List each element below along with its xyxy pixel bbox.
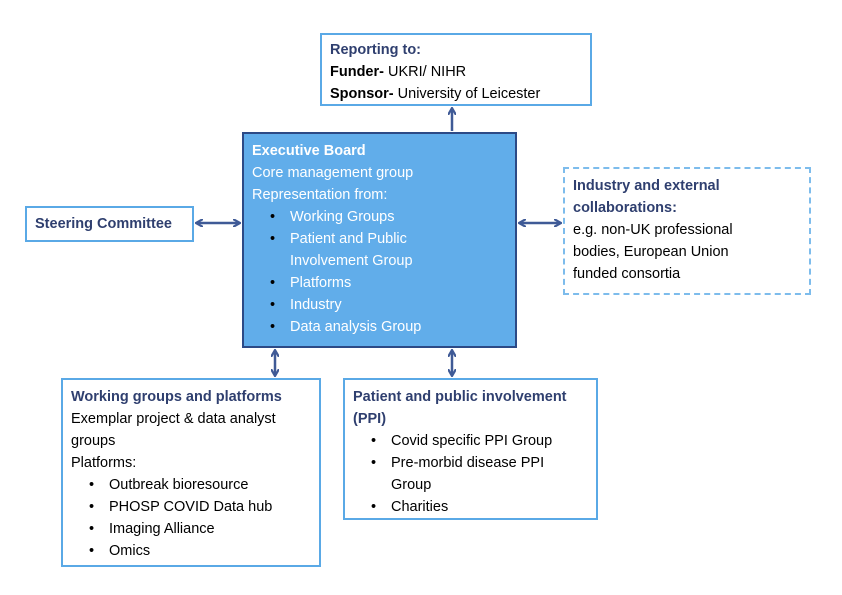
executive-board-title: Executive Board (252, 143, 366, 159)
working-groups-line1: Exemplar project & data analyst groups (71, 411, 276, 449)
ppi-title: Patient and public involvement (PPI) (353, 389, 567, 427)
list-item: Charities (371, 496, 588, 518)
list-item: Data analysis Group (270, 316, 507, 338)
industry-box: Industry and external collaborations: e.… (563, 167, 811, 295)
list-item: Omics (89, 540, 311, 562)
executive-board-box: Executive Board Core management group Re… (242, 132, 517, 348)
funder-line: Funder- UKRI/ NIHR (330, 61, 582, 83)
platforms-list: Outbreak bioresource PHOSP COVID Data hu… (71, 474, 311, 562)
list-item: Imaging Alliance (89, 518, 311, 540)
platforms-label: Platforms: (71, 455, 137, 471)
list-item: Working Groups (270, 206, 507, 228)
representation-label: Representation from: (252, 187, 388, 203)
list-item: Industry (270, 294, 507, 316)
list-item: PHOSP COVID Data hub (89, 496, 311, 518)
representation-list: Working Groups Patient and Public Involv… (252, 206, 507, 338)
list-item: Pre-morbid disease PPI Group (371, 452, 561, 496)
sponsor-label: Sponsor- (330, 86, 394, 102)
industry-title: Industry and external collaborations: (573, 178, 720, 216)
industry-body: e.g. non-UK professional bodies, Europea… (573, 222, 733, 282)
working-groups-box: Working groups and platforms Exemplar pr… (61, 378, 321, 567)
funder-label: Funder- (330, 64, 384, 80)
steering-committee-title: Steering Committee (35, 216, 172, 232)
executive-board-subtitle: Core management group (252, 165, 414, 181)
sponsor-value: University of Leicester (393, 86, 541, 102)
list-item: Covid specific PPI Group (371, 430, 588, 452)
ppi-box: Patient and public involvement (PPI) Cov… (343, 378, 598, 520)
working-groups-title: Working groups and platforms (71, 389, 282, 405)
sponsor-line: Sponsor- University of Leicester (330, 83, 582, 105)
list-item: Outbreak bioresource (89, 474, 311, 496)
ppi-list: Covid specific PPI Group Pre-morbid dise… (353, 430, 588, 518)
list-item: Platforms (270, 272, 507, 294)
steering-committee-box: Steering Committee (25, 206, 194, 242)
list-item: Patient and Public Involvement Group (270, 228, 460, 272)
reporting-title: Reporting to: (330, 42, 422, 58)
funder-value: UKRI/ NIHR (383, 64, 467, 80)
reporting-box: Reporting to: Funder- UKRI/ NIHR Sponsor… (320, 33, 592, 106)
